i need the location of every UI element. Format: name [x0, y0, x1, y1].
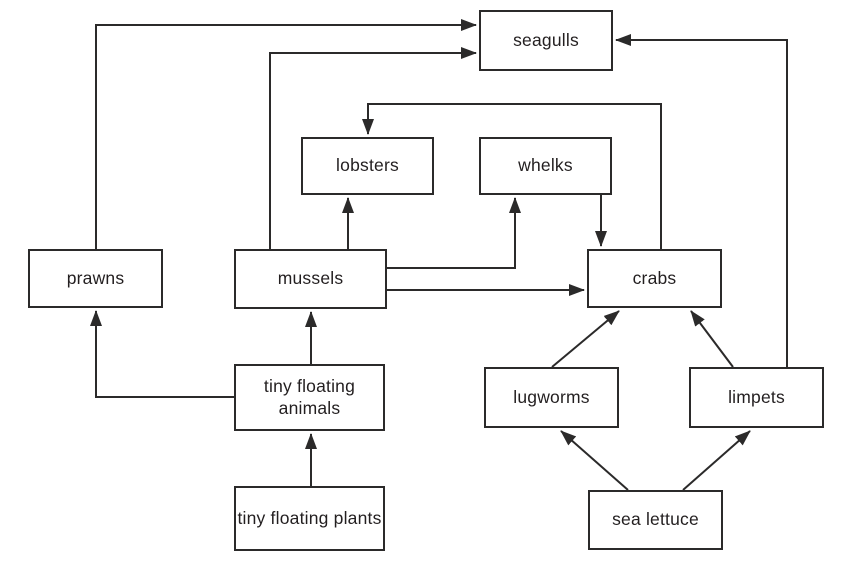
node-label-lugworms: lugworms: [513, 386, 590, 407]
node-label-sea-lettuce: sea lettuce: [612, 509, 699, 530]
node-label-crabs: crabs: [632, 267, 677, 288]
edge-crabs-to-lobsters: [362, 103, 662, 249]
node-prawns: prawns: [28, 249, 163, 308]
node-label-limpets: limpets: [728, 386, 785, 407]
node-tiny-floating-animals: tiny floating animals: [234, 364, 385, 431]
node-tiny-floating-plants: tiny floating plants: [234, 486, 385, 551]
edge-tiny-floating-animals-to-prawns: [90, 310, 234, 398]
node-label-mussels: mussels: [277, 268, 344, 289]
node-sea-lettuce: sea lettuce: [588, 490, 723, 550]
edge-limpets-to-crabs: [690, 310, 734, 368]
edge-lugworms-to-crabs: [551, 310, 620, 368]
node-seagulls: seagulls: [479, 10, 613, 71]
node-label-whelks: whelks: [518, 155, 573, 176]
edge-mussels-to-seagulls: [269, 47, 477, 249]
node-mussels: mussels: [234, 249, 387, 309]
node-limpets: limpets: [689, 367, 824, 428]
edge-sea-lettuce-to-lugworms: [560, 430, 629, 491]
node-label-prawns: prawns: [66, 267, 125, 288]
edge-limpets-to-seagulls: [615, 34, 788, 367]
edge-sea-lettuce-to-limpets: [682, 430, 751, 491]
node-label-tiny-floating-plants: tiny floating plants: [237, 507, 382, 528]
node-whelks: whelks: [479, 137, 612, 195]
node-lugworms: lugworms: [484, 367, 619, 428]
edge-mussels-to-whelks: [387, 197, 521, 269]
node-crabs: crabs: [587, 249, 722, 308]
edge-prawns-to-seagulls: [95, 19, 477, 249]
node-label-seagulls: seagulls: [513, 29, 579, 50]
node-label-tiny-floating-animals: tiny floating animals: [263, 375, 356, 418]
node-lobsters: lobsters: [301, 137, 434, 195]
node-label-lobsters: lobsters: [336, 155, 399, 176]
